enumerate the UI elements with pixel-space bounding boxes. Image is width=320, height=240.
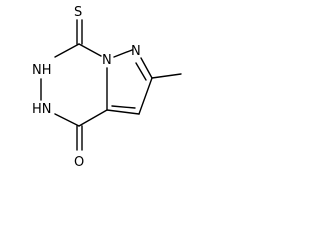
bond-c2-c3 — [138, 77, 153, 115]
bond-n2-c2 — [140, 57, 153, 79]
bond-c3-c3a — [106, 109, 140, 115]
molecule-structure: S NH HN N N O — [32, 5, 182, 170]
bond-c2-methyl — [151, 73, 182, 79]
bond-c7-n1 — [78, 43, 102, 57]
bond-n1-n2 — [113, 49, 133, 58]
bond-n2-c2-inner — [135, 62, 147, 81]
bond-c7-n6 — [54, 43, 80, 58]
atom-label-n-bridge: N — [102, 53, 112, 68]
atom-label-n-pyrazole: N — [131, 44, 141, 59]
bond-c4-c3a — [78, 109, 108, 127]
bond-n5-c4 — [54, 113, 80, 127]
bond-c3-c3a-inner — [111, 105, 136, 109]
atom-label-sulfur: S — [74, 5, 82, 20]
atom-label-hn-lower: HN — [32, 102, 52, 117]
atom-label-nh-upper: NH — [32, 63, 52, 78]
atom-label-oxygen: O — [74, 155, 84, 170]
